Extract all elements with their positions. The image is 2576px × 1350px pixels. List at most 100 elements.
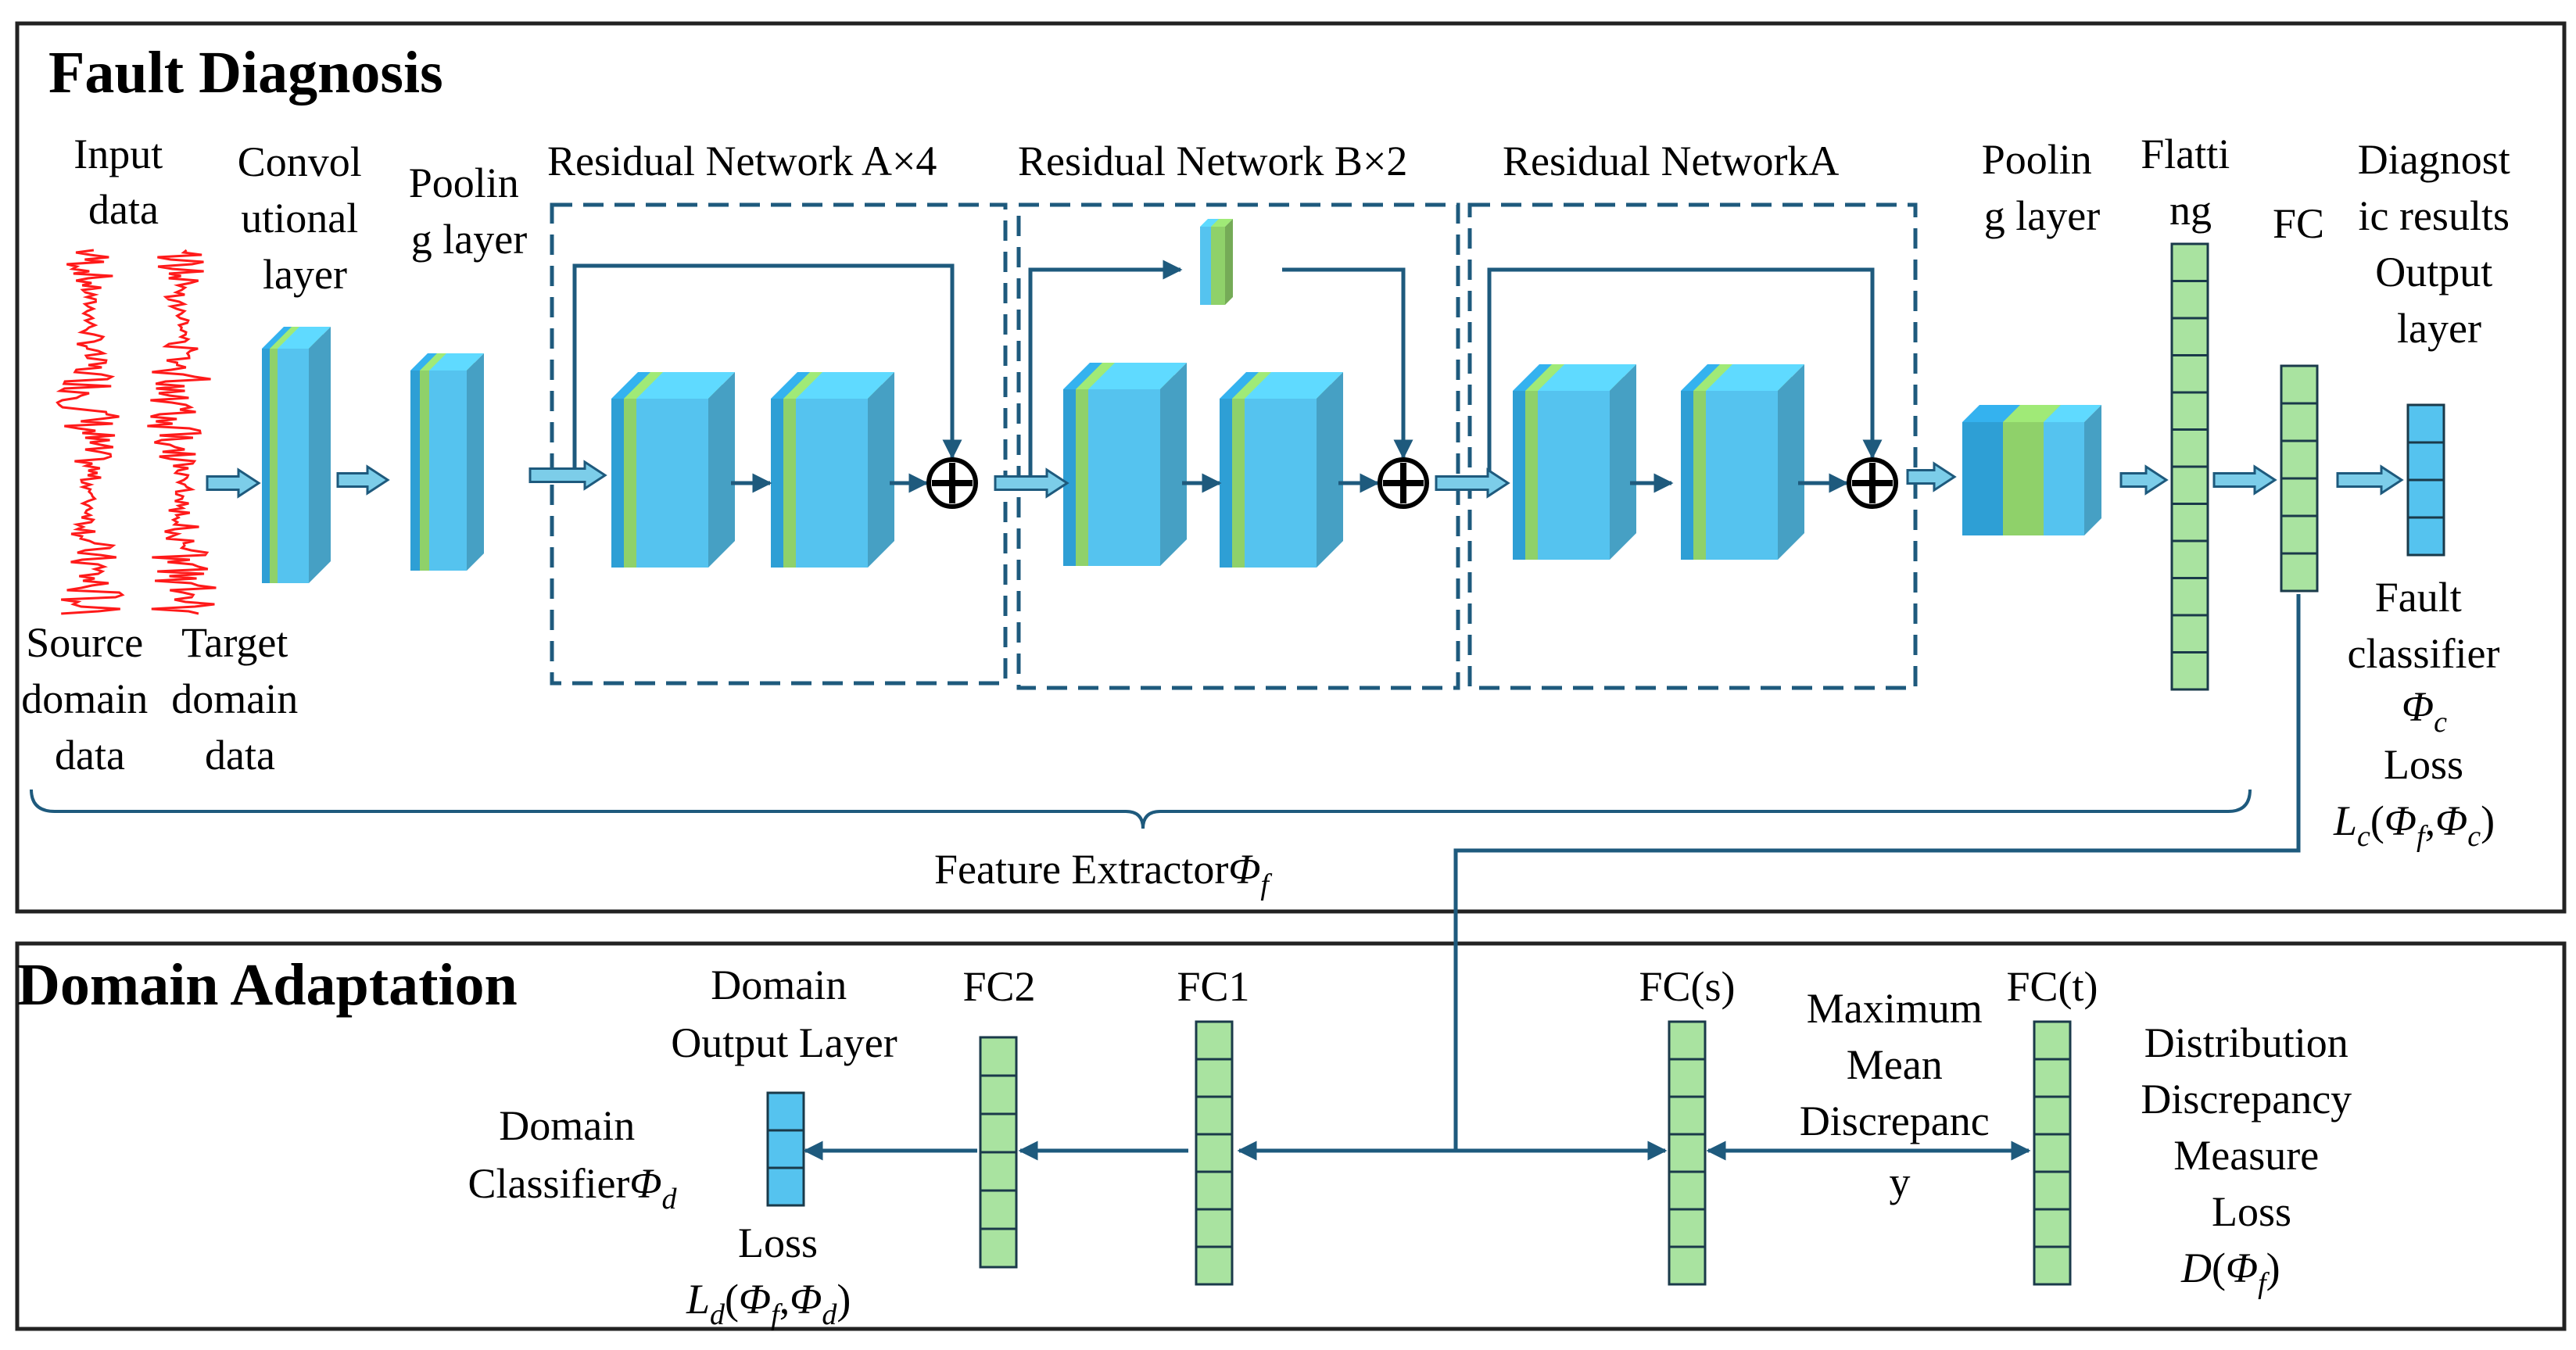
flatting-cell-11 [2170, 614, 2209, 654]
domain-output-layer-label: Domain Output Layer [671, 961, 897, 1066]
fc1-cell-3 [1195, 1095, 1234, 1136]
fc-s-label: FC(s) [1639, 963, 1735, 1010]
fc-s-cell-7 [1668, 1245, 1707, 1286]
output-layer-cell-2 [2406, 441, 2445, 482]
fc1-cell-1 [1195, 1020, 1234, 1061]
fc2-vector [979, 1036, 1018, 1269]
output-layer-cell-4 [2406, 516, 2445, 557]
flatting-cell-3 [2170, 317, 2209, 356]
fc-t-cell-6 [2033, 1208, 2072, 1248]
fc-s-cell-3 [1668, 1095, 1707, 1136]
fc2-cell-2 [979, 1074, 1018, 1115]
flatting-cell-2 [2170, 280, 2209, 320]
arrow-flatting-to-fc [2212, 464, 2277, 496]
skip-connection-b2-left [1028, 260, 1183, 477]
fc-s-cell-4 [1668, 1133, 1707, 1173]
fault-diagnosis-title: Fault Diagnosis [48, 40, 443, 106]
flatting-cell-1 [2170, 242, 2209, 282]
fc1-cell-4 [1195, 1133, 1234, 1173]
res-b2-block-1-slab-3 [1088, 363, 1187, 566]
residual-a-box [1467, 202, 1918, 690]
fc-s-cell-2 [1668, 1058, 1707, 1098]
domain-output-cell-3 [766, 1166, 805, 1207]
fc-t-cell-1 [2033, 1020, 2072, 1061]
input-data-label: Input data [73, 131, 174, 233]
flatting-cell-10 [2170, 577, 2209, 617]
fault-classifier-label: Fault classifier [2348, 574, 2500, 677]
output-layer-vector [2406, 403, 2445, 557]
fc-t-cell-3 [2033, 1095, 2072, 1136]
conv-layer-label: Convol utional layer [238, 138, 373, 298]
residual-b2-box [1016, 202, 1460, 690]
sum-node-a4 [926, 457, 978, 509]
source-domain-label: Source domain data [21, 619, 158, 779]
sum-node-b2 [1378, 457, 1429, 509]
res-b2-shortcut-conv-slab-2 [1211, 219, 1233, 305]
domain-loss-formula: Ld(Φf,Φd) [686, 1276, 851, 1331]
distribution-loss-label: Distribution Discrepancy Measure Loss [2141, 1019, 2362, 1235]
fc1-cell-5 [1195, 1170, 1234, 1211]
fc-label: FC [2273, 200, 2324, 247]
res-b2-block-2-slab-3 [1245, 372, 1343, 568]
flatting-vector [2170, 242, 2209, 691]
arrow-res-b2-to-res-a [1435, 467, 1510, 499]
domain-adaptation-panel [15, 941, 2567, 1331]
conv-layer-slab-3 [278, 327, 331, 583]
flatting-cell-7 [2170, 465, 2209, 505]
fc-s-cell-1 [1668, 1020, 1707, 1061]
fc2-cell-3 [979, 1112, 1018, 1154]
fault-loss-label: Loss [2384, 741, 2463, 788]
domain-output-cell-2 [766, 1129, 805, 1169]
res-a-block-1-slab-3 [1538, 364, 1636, 560]
mmd-label: Maximum Mean Discrepanc y [1800, 985, 2000, 1205]
fc1-cell-6 [1195, 1208, 1234, 1248]
domain-loss-label: Loss [738, 1219, 818, 1266]
skip-connection-b2-right [1282, 267, 1413, 460]
fc-t-cell-5 [2033, 1170, 2072, 1211]
arrow-pool-to-res-a4 [528, 460, 607, 491]
pooling-layer-2-label: Poolin g layer [1982, 136, 2103, 239]
residual-a-label: Residual NetworkA [1503, 138, 1839, 184]
feature-extractor-label: Feature ExtractorΦf [934, 846, 1272, 901]
flatting-cell-5 [2170, 391, 2209, 431]
arrow-pool-to-flatting [2119, 464, 2169, 496]
distribution-formula: D(Φf) [2180, 1244, 2280, 1300]
fc-cell-5 [2280, 514, 2319, 555]
skip-connection-a [1487, 267, 1883, 477]
target-signal-waveform [147, 249, 217, 615]
fc2-cell-5 [979, 1189, 1018, 1230]
flatting-cell-12 [2170, 651, 2209, 691]
pooling-layer-1-label: Poolin g layer [409, 159, 530, 263]
target-domain-label: Target domain data [171, 619, 308, 779]
fc-cell-2 [2280, 402, 2319, 442]
fc-cell-3 [2280, 439, 2319, 480]
sum-node-a [1847, 457, 1898, 509]
fc1-vector [1195, 1020, 1234, 1286]
arrow-res-a4-to-res-b2 [994, 467, 1069, 499]
fault-diagnosis-panel [15, 21, 2567, 914]
fc1-label: FC1 [1177, 963, 1249, 1010]
fc-s-vector [1668, 1020, 1707, 1286]
fc-vector [2280, 364, 2319, 593]
res-a4-block-1-slab-3 [636, 372, 735, 568]
fault-loss-formula: Lc(Φf,Φc) [2333, 797, 2495, 853]
pooling-layer-1-slab-3 [429, 353, 484, 571]
arrow-input-to-conv [206, 467, 261, 499]
fc-cell-4 [2280, 477, 2319, 517]
fc-t-label: FC(t) [2006, 963, 2098, 1010]
pooling-layer-2-slab-3 [2044, 405, 2101, 535]
fc1-cell-7 [1195, 1245, 1234, 1286]
skip-connection-a4 [572, 263, 962, 477]
fc-cell-6 [2280, 552, 2319, 593]
output-layer-label: Diagnost ic results Output layer [2358, 136, 2521, 352]
fc1-cell-2 [1195, 1058, 1234, 1098]
output-layer-cell-3 [2406, 478, 2445, 519]
fc2-cell-4 [979, 1151, 1018, 1192]
fc-to-domain-connector [1453, 594, 2301, 1151]
arrow-conv-to-pool [336, 464, 390, 496]
flatting-cell-9 [2170, 539, 2209, 579]
flatting-cell-4 [2170, 354, 2209, 394]
domain-adaptation-title: Domain Adaptation [17, 952, 518, 1018]
